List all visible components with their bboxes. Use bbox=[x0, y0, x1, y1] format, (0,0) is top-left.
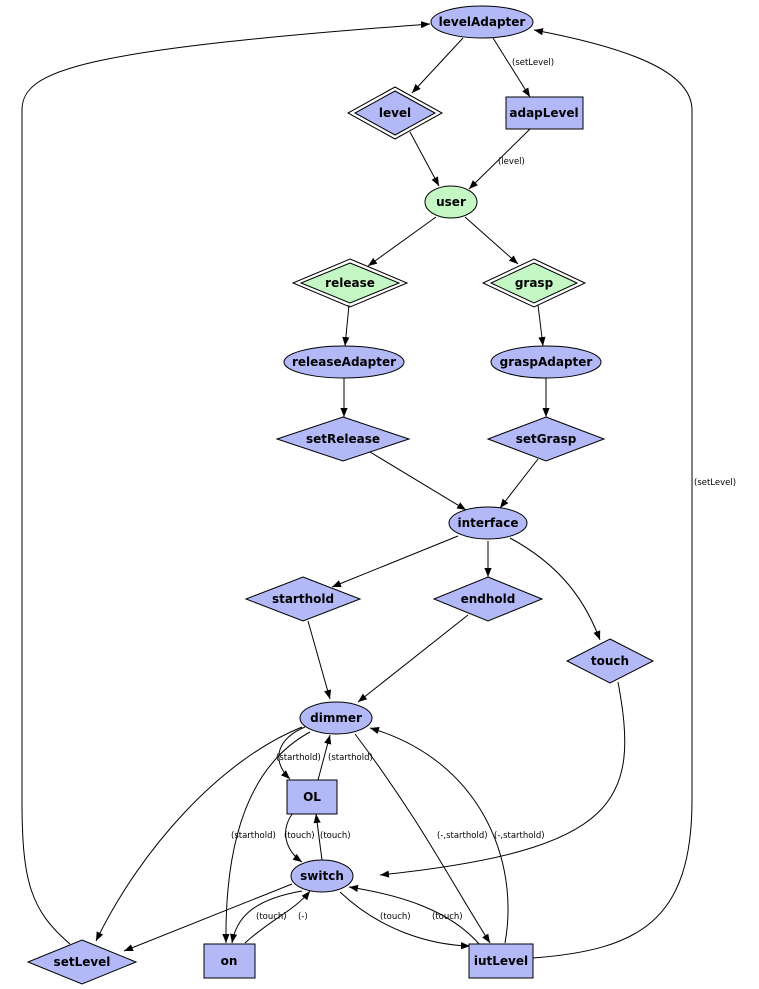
edge-label-dash-starthold-1: (-,starthold) bbox=[437, 831, 488, 841]
node-label: OL bbox=[303, 790, 321, 804]
node-setGrasp[interactable]: setGrasp bbox=[486, 416, 606, 462]
edge-dimmer-setLevel bbox=[95, 726, 303, 942]
node-switch[interactable]: switch bbox=[290, 859, 354, 893]
edge-label-starthold-on: (starthold) bbox=[231, 831, 276, 841]
node-label: user bbox=[436, 195, 466, 209]
edge-label-starthold-ol-up: (starthold) bbox=[328, 753, 373, 763]
node-label: endhold bbox=[461, 592, 516, 606]
edge-iutLevel-switch bbox=[348, 884, 481, 946]
edge-label-starthold-ol: (starthold) bbox=[276, 753, 321, 763]
node-label: grasp bbox=[515, 276, 554, 290]
edge-iutLevel-levelAdapter bbox=[532, 28, 693, 959]
node-grasp[interactable]: grasp bbox=[481, 258, 587, 308]
edge-dimmer-iutLevel bbox=[354, 733, 491, 944]
edge-label-touch-iut-2: (touch) bbox=[432, 912, 463, 922]
node-endhold[interactable]: endhold bbox=[432, 576, 544, 622]
node-OL[interactable]: OL bbox=[286, 779, 338, 815]
edge-interface-starthold bbox=[331, 535, 459, 588]
node-label: releaseAdapter bbox=[292, 355, 396, 369]
edge-setGrasp-interface bbox=[499, 458, 539, 509]
edges bbox=[21, 21, 693, 959]
edge-interface-touch bbox=[509, 537, 601, 641]
edge-levelAdapter-adapLevel bbox=[492, 37, 531, 98]
node-label: level bbox=[379, 106, 411, 120]
edge-touch-switch bbox=[379, 681, 626, 878]
node-label: switch bbox=[300, 869, 344, 883]
node-setRelease[interactable]: setRelease bbox=[275, 416, 411, 462]
node-label: levelAdapter bbox=[439, 15, 526, 29]
node-touch[interactable]: touch bbox=[565, 638, 655, 684]
edge-label-touch-ol-down: (touch) bbox=[284, 831, 315, 841]
node-interface[interactable]: interface bbox=[448, 506, 528, 540]
edge-on-switch bbox=[244, 890, 311, 944]
node-on[interactable]: on bbox=[203, 943, 256, 979]
node-label: adapLevel bbox=[509, 106, 578, 120]
node-levelAdapter[interactable]: levelAdapter bbox=[430, 5, 534, 39]
edge-user-release bbox=[367, 216, 437, 267]
node-label: setGrasp bbox=[516, 432, 577, 446]
edge-level-user bbox=[409, 131, 440, 187]
node-label: touch bbox=[591, 654, 629, 668]
node-starthold[interactable]: starthold bbox=[244, 576, 362, 622]
edge-starthold-dimmer bbox=[307, 620, 332, 700]
node-adapLevel[interactable]: adapLevel bbox=[505, 96, 584, 130]
edge-label-setlevel-top: (setLevel) bbox=[512, 58, 554, 68]
node-label: starthold bbox=[272, 592, 334, 606]
edge-label-dash-on: (-) bbox=[298, 912, 308, 922]
edge-label-touch-iut-1: (touch) bbox=[380, 912, 411, 922]
edge-label-touch-ol-up: (touch) bbox=[320, 831, 351, 841]
edge-grasp-graspAdapter bbox=[537, 304, 546, 347]
edge-label-level: (level) bbox=[498, 157, 525, 167]
edge-dimmer-OL bbox=[278, 726, 306, 780]
node-label: iutLevel bbox=[474, 954, 528, 968]
edge-switch-OL bbox=[313, 813, 323, 861]
edge-setRelease-interface bbox=[369, 451, 467, 511]
node-label: setRelease bbox=[306, 432, 380, 446]
node-label: graspAdapter bbox=[500, 355, 593, 369]
node-dimmer[interactable]: dimmer bbox=[299, 701, 373, 735]
edge-labels: (setLevel) (level) (setLevel) (starthold… bbox=[231, 58, 736, 922]
edge-levelAdapter-level bbox=[411, 37, 464, 94]
edge-user-grasp bbox=[464, 216, 519, 265]
edge-label-dash-starthold-2: (-,starthold) bbox=[494, 831, 545, 841]
edge-endhold-dimmer bbox=[357, 614, 469, 703]
edge-switch-iutLevel bbox=[339, 891, 471, 950]
edge-release-releaseAdapter bbox=[342, 304, 350, 347]
edge-switch-on bbox=[229, 890, 303, 944]
edge-label-touch-on: (touch) bbox=[256, 912, 287, 922]
node-release[interactable]: release bbox=[291, 258, 409, 308]
node-setLevel[interactable]: setLevel bbox=[26, 939, 138, 985]
edge-label-setlevel-right: (setLevel) bbox=[694, 478, 736, 488]
edge-OL-dimmer bbox=[317, 734, 332, 781]
node-label: interface bbox=[457, 516, 518, 530]
node-label: release bbox=[325, 276, 375, 290]
edge-dimmer-on bbox=[222, 731, 311, 944]
edge-adapLevel-user bbox=[468, 128, 531, 190]
node-level[interactable]: level bbox=[346, 86, 444, 140]
node-user[interactable]: user bbox=[424, 185, 478, 219]
node-label: on bbox=[221, 954, 238, 968]
edge-iutLevel-dimmer bbox=[369, 727, 509, 944]
nodes: levelAdapter level adapLevel user releas… bbox=[26, 5, 655, 985]
edge-OL-switch bbox=[285, 812, 303, 863]
node-label: setLevel bbox=[54, 955, 111, 969]
node-iutLevel[interactable]: iutLevel bbox=[468, 943, 534, 979]
node-graspAdapter[interactable]: graspAdapter bbox=[490, 345, 602, 379]
node-label: dimmer bbox=[310, 711, 362, 725]
edge-setLevel-levelAdapter bbox=[21, 21, 431, 945]
edge-switch-setLevel bbox=[123, 883, 293, 952]
node-releaseAdapter[interactable]: releaseAdapter bbox=[283, 345, 405, 379]
